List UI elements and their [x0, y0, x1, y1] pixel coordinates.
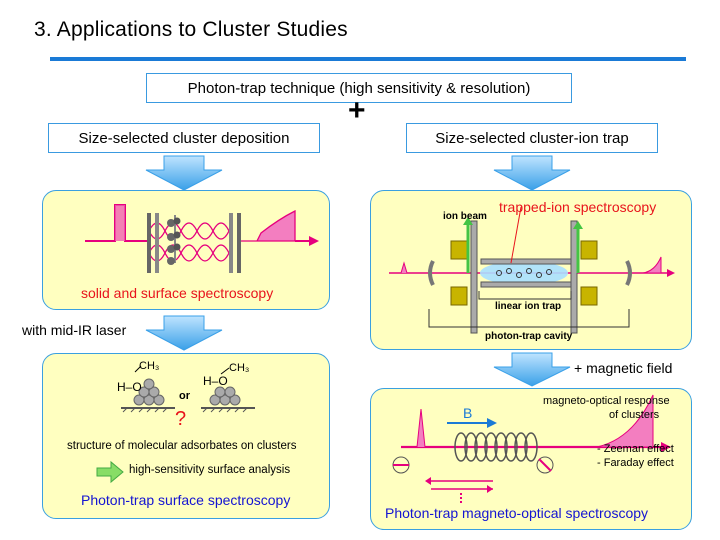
- surface-spectroscopy-caption: Photon-trap surface spectroscopy: [81, 492, 291, 508]
- deposition-panel: solid and surface spectroscopy: [42, 190, 330, 310]
- molecule-right-ch3: CH₃: [229, 362, 250, 374]
- laser-axis-mo: [401, 394, 671, 452]
- molecule-left-label: H–O: [117, 380, 142, 394]
- adsorbate-schematic: [96, 365, 255, 484]
- right-cluster-icon: [201, 386, 255, 413]
- bond-lines: [134, 365, 230, 375]
- input-pulse-icon: [85, 204, 147, 242]
- polarization-markers: [392, 456, 554, 474]
- plus-sign: +: [348, 94, 366, 127]
- page-title: 3. Applications to Cluster Studies: [34, 18, 348, 41]
- magneto-optical-schematic: [392, 394, 671, 505]
- magneto-optical-caption: Photon-trap magneto-optical spectroscopy: [385, 505, 649, 521]
- mid-ir-label: with mid-IR laser: [22, 322, 127, 338]
- return-arrows: [425, 477, 493, 505]
- down-arrow-left-1: [145, 155, 223, 191]
- ion-beam-arrows: [463, 217, 583, 273]
- linear-ion-trap-rods: [480, 258, 572, 288]
- down-arrow-right-2: [493, 352, 571, 387]
- ion-trap-schematic: [389, 206, 675, 334]
- linear-ion-trap-label: linear ion trap: [495, 301, 562, 312]
- deposition-caption: solid and surface spectroscopy: [81, 285, 274, 301]
- response-line-1: magneto-optical response: [543, 395, 670, 407]
- magneto-optical-panel: B magneto-optical response of clusters -…: [370, 388, 692, 530]
- photon-trap-cavity-label: photon-trap cavity: [485, 331, 573, 342]
- cavity-mirrors: [147, 213, 241, 273]
- down-arrow-left-2: [145, 315, 223, 351]
- solenoid-coil: [454, 432, 538, 462]
- cluster-ion-trap-box: Size-selected cluster-ion trap: [406, 123, 658, 153]
- magnetic-field-label: + magnetic field: [574, 360, 673, 376]
- trap-brackets: [428, 206, 630, 328]
- deposition-schematic: [85, 204, 319, 273]
- ion-trap-panel: ion beam trapped-ion spectroscopy linear…: [370, 190, 692, 350]
- molecule-left-ch3: CH₃: [139, 360, 160, 372]
- decay-signal-icon: [241, 209, 319, 246]
- b-field-arrow: [447, 418, 497, 428]
- ion-beam-label: ion beam: [443, 211, 487, 222]
- quadrupole-benders: [450, 220, 598, 334]
- molecule-right-label: H–O: [203, 374, 228, 388]
- photon-trap-technique-box: Photon-trap technique (high sensitivity …: [146, 73, 572, 103]
- cavity-mirrors-trap: [428, 260, 632, 286]
- left-cluster-icon: [121, 378, 175, 413]
- cavity-waves: [148, 222, 230, 262]
- trapped-ion-label: trapped-ion spectroscopy: [499, 199, 657, 215]
- response-line-2: of clusters: [609, 409, 660, 421]
- b-field-label: B: [463, 405, 473, 421]
- structure-text: structure of molecular adsorbates on clu…: [67, 440, 297, 452]
- analysis-text: high-sensitivity surface analysis: [129, 464, 291, 476]
- question-mark: ?: [175, 408, 187, 430]
- title-underline: [50, 57, 686, 61]
- faraday-label: - Faraday effect: [597, 457, 674, 469]
- cluster-deposition-box: Size-selected cluster deposition: [48, 123, 320, 153]
- or-label: or: [179, 390, 190, 402]
- green-arrow-icon: [96, 460, 124, 484]
- cluster-substrate-icon: [167, 215, 181, 265]
- zeeman-label: - Zeeman effect: [597, 443, 674, 455]
- adsorbate-panel: H–O CH₃ or H–O CH₃ ? structure of molecu…: [42, 353, 330, 519]
- down-arrow-right-1: [493, 155, 571, 191]
